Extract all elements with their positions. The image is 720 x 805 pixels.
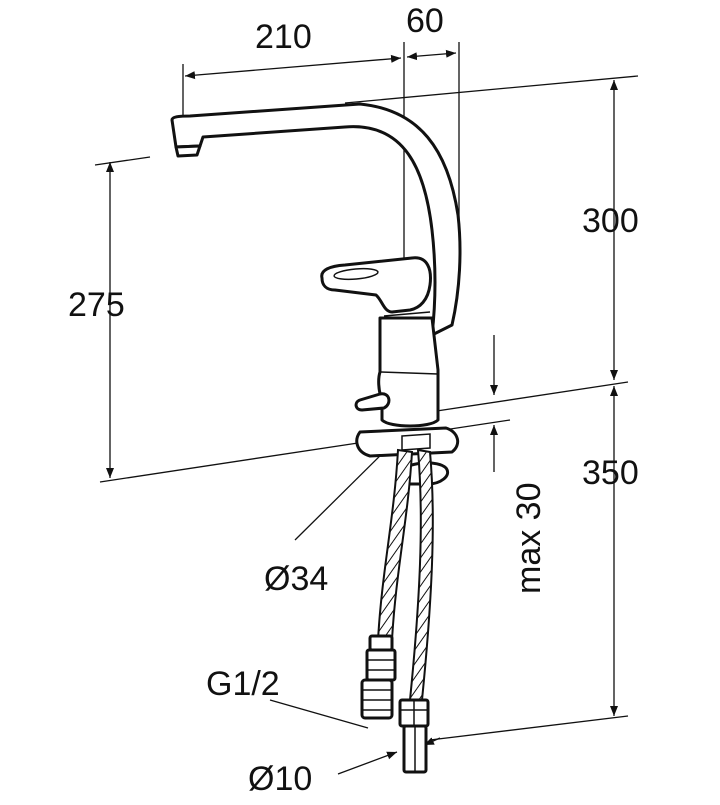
label-spout-reach: 210 bbox=[255, 18, 312, 56]
aerator bbox=[174, 144, 202, 158]
leader-hole-diameter bbox=[294, 443, 393, 541]
label-spout-outlet-height: 275 bbox=[68, 286, 125, 324]
dimension-labels: 210 60 300 275 350 max 30 Ø34 G1/2 Ø10 bbox=[68, 2, 639, 798]
faucet-body bbox=[377, 316, 440, 428]
hose-left bbox=[376, 448, 414, 641]
label-hole-diameter: Ø34 bbox=[264, 560, 328, 598]
label-deck-thickness: max 30 bbox=[510, 483, 548, 595]
label-height-above-deck: 300 bbox=[582, 202, 639, 240]
hose-right bbox=[408, 448, 434, 701]
leader-pipe-diameter bbox=[337, 751, 398, 775]
label-offset: 60 bbox=[406, 2, 444, 40]
label-pipe-diameter: Ø10 bbox=[248, 760, 312, 798]
spout bbox=[170, 102, 462, 337]
base-plate bbox=[355, 426, 460, 458]
hoses bbox=[360, 448, 434, 774]
side-valve-knob[interactable] bbox=[354, 392, 391, 412]
faucet bbox=[170, 102, 462, 486]
lever-slot bbox=[333, 267, 379, 281]
lever-handle[interactable] bbox=[320, 256, 432, 314]
label-thread: G1/2 bbox=[206, 665, 280, 703]
dim-line-60 bbox=[406, 49, 457, 61]
threaded-stud bbox=[401, 433, 431, 451]
hose-fitting-g1-2 bbox=[360, 634, 397, 720]
dim-line-210 bbox=[184, 54, 402, 80]
leader-thread bbox=[269, 699, 369, 729]
label-hose-length: 350 bbox=[582, 454, 639, 492]
hose-fitting-pipe-10 bbox=[398, 698, 430, 774]
dimension-lines bbox=[106, 49, 618, 775]
